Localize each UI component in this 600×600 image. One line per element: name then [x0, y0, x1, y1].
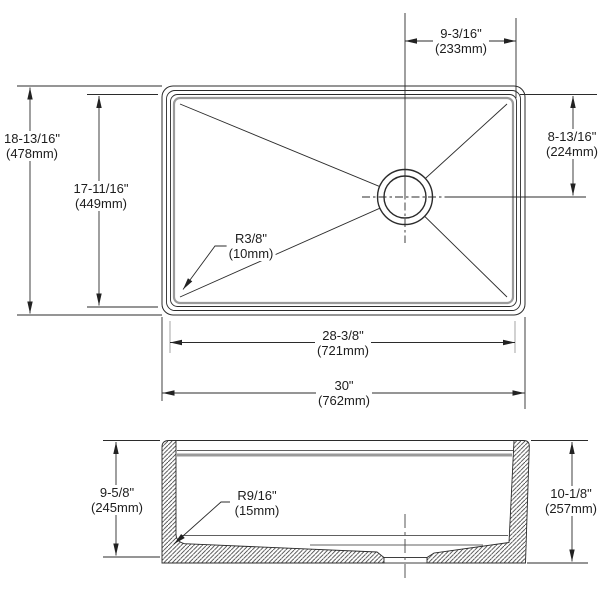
dim-drain-offset-metric: (233mm) [434, 41, 488, 56]
dim-bowl-width-label: 28-3/8" (721mm) [314, 328, 372, 358]
dim-overall-depth-metric: (478mm) [5, 146, 58, 161]
sink-outer-rim [161, 85, 526, 316]
dim-corner-radius-inch: R3/8" [234, 231, 268, 246]
dim-left-height-inch: 9-5/8" [99, 485, 135, 500]
plan-view [17, 13, 597, 409]
dim-drain-from-right-label: 8-13/16" (224mm) [543, 129, 600, 159]
dim-bottom-radius-inch: R9/16" [237, 488, 277, 503]
dim-overall-width-label: 30" (762mm) [315, 378, 373, 408]
dim-overall-depth-inch: 18-13/16" [4, 131, 60, 146]
dim-bowl-width-inch: 28-3/8" [322, 328, 364, 343]
section-far-bottom-lines [181, 535, 508, 546]
dim-right-height-metric: (257mm) [544, 501, 598, 516]
dim-overall-depth-label: 18-13/16" (478mm) [2, 131, 62, 161]
dim-drain-from-right-metric: (224mm) [545, 144, 599, 159]
dim-corner-radius-label: R3/8" (10mm) [226, 231, 276, 261]
bowl-slope-lines [179, 103, 508, 298]
dim-overall-width-inch: 30" [334, 378, 354, 393]
dim-bowl-depth-inch: 17-11/16" [73, 181, 129, 196]
dim-right-height-label: 10-1/8" (257mm) [542, 486, 600, 516]
dim-corner-radius-metric: (10mm) [228, 246, 274, 261]
dim-drain-offset-inch: 9-3/16" [440, 26, 482, 41]
dim-left-height-metric: (245mm) [90, 500, 144, 515]
dim-right-height-inch: 10-1/8" [550, 486, 592, 501]
dim-bottom-radius-metric: (15mm) [234, 503, 280, 518]
sink-rim-line-3 [170, 94, 517, 307]
section-view [103, 440, 588, 578]
corner-radius-leader [182, 245, 227, 290]
dim-bowl-width-metric: (721mm) [316, 343, 370, 358]
dim-bowl-depth-metric: (449mm) [74, 196, 128, 211]
section-right-wall-and-floor [426, 440, 530, 564]
dim-drain-from-right-inch: 8-13/16" [547, 129, 597, 144]
sink-rim-line-2 [166, 90, 521, 311]
dim-bowl-depth-label: 17-11/16" (449mm) [71, 181, 131, 211]
section-rim-lines [176, 440, 514, 457]
bottom-radius-leader [173, 501, 230, 545]
dim-left-height-label: 9-5/8" (245mm) [88, 485, 146, 515]
dim-drain-offset-label: 9-3/16" (233mm) [432, 26, 490, 56]
dim-overall-depth [17, 85, 162, 316]
dim-bottom-radius-label: R9/16" (15mm) [232, 488, 282, 518]
dim-overall-width-metric: (762mm) [317, 393, 371, 408]
sink-bowl-edge [172, 96, 515, 305]
